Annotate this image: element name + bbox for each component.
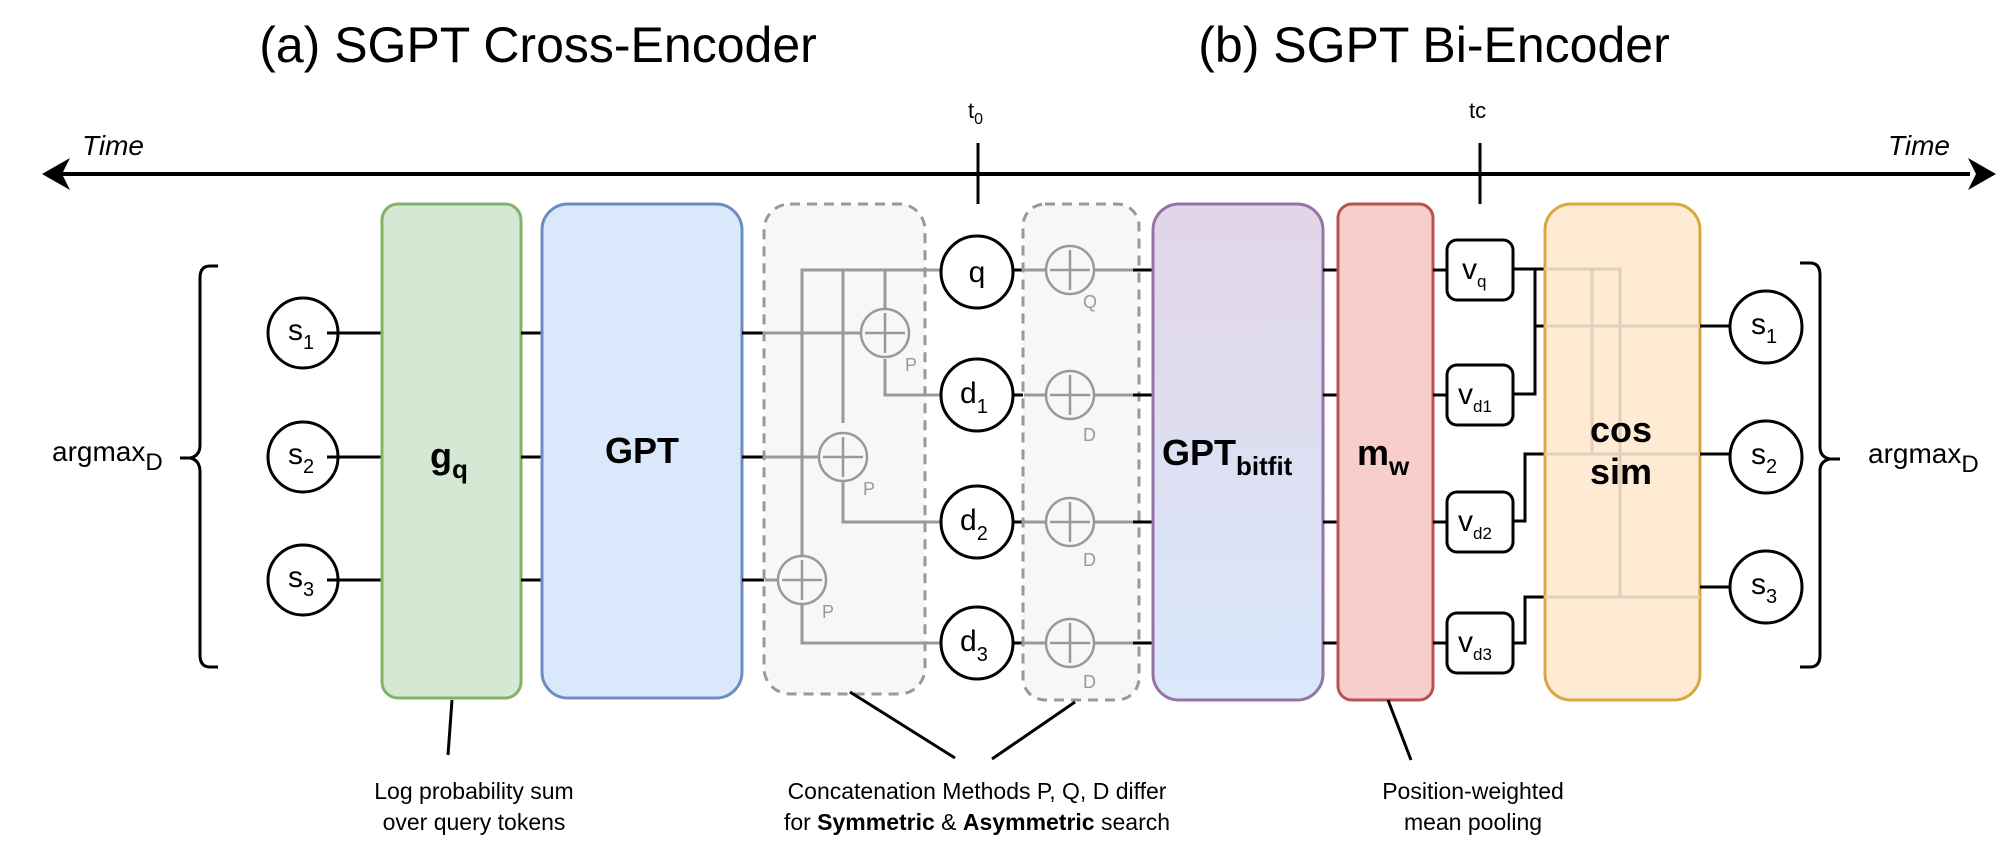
caption-log-prob-line2: over query tokens xyxy=(383,809,566,835)
right-brace xyxy=(1800,261,1831,669)
vector-vq xyxy=(1445,238,1515,302)
cos-sim-grid xyxy=(1545,267,1700,599)
op-label: P xyxy=(905,355,917,375)
op-label: D xyxy=(1083,425,1096,445)
score-label: s2 xyxy=(288,438,314,478)
score-label: s1 xyxy=(288,314,314,354)
embedding-vectors: vq vd1 vd2 vd3 xyxy=(1445,238,1515,675)
bi-encoder-title: (b) SGPT Bi-Encoder xyxy=(1198,17,1669,73)
concat-wiring xyxy=(765,268,940,645)
special-op-d1: D xyxy=(1044,369,1096,445)
left-argmax-label: argmaxD xyxy=(52,436,163,476)
vector-label: vq xyxy=(1462,253,1486,291)
concat-op-p1: P xyxy=(859,307,917,375)
input-node-d1 xyxy=(939,357,1015,433)
op-label: P xyxy=(863,479,875,499)
tc-label: tc xyxy=(1469,98,1486,123)
vector-vd1 xyxy=(1445,363,1515,427)
gq-block xyxy=(380,202,523,700)
left-arrow-icon xyxy=(42,158,70,190)
input-node-q xyxy=(939,234,1015,310)
input-label: d1 xyxy=(960,377,988,418)
op-label: D xyxy=(1083,672,1096,692)
input-label: q xyxy=(969,256,986,289)
cos-sim-label-line1: cos xyxy=(1590,409,1652,450)
input-node-d2 xyxy=(939,484,1015,560)
caption-log-prob-line1: Log probability sum xyxy=(374,778,573,804)
mw-pooling-block xyxy=(1336,202,1435,702)
special-op-d2: D xyxy=(1044,496,1096,570)
score-label: s3 xyxy=(288,561,314,601)
caption-concat-line1: Concatenation Methods P, Q, D differ xyxy=(788,778,1167,804)
special-token-group xyxy=(1021,202,1141,702)
callout-lines xyxy=(446,690,1413,761)
input-nodes: q d1 d2 d3 xyxy=(939,234,1024,681)
caption-pooling-line2: mean pooling xyxy=(1404,809,1542,835)
op-label: P xyxy=(822,602,834,622)
timeline: Time Time t0 tc xyxy=(42,98,1996,204)
vector-label: vd1 xyxy=(1458,378,1492,416)
right-arrow-icon xyxy=(1968,158,1996,190)
score-node-s2 xyxy=(1728,419,1804,495)
cross-encoder-title: (a) SGPT Cross-Encoder xyxy=(259,17,817,73)
cos-sim-block xyxy=(1543,202,1702,702)
gpt-bitfit-block xyxy=(1151,202,1325,702)
special-op-q: Q xyxy=(1044,244,1097,312)
vector-label: vd3 xyxy=(1458,626,1492,664)
concat-op-p2: P xyxy=(817,431,875,499)
gq-label: gq xyxy=(430,435,468,484)
right-argmax-label: argmaxD xyxy=(1868,438,1979,478)
op-label: Q xyxy=(1083,292,1097,312)
gpt-bitfit-label: GPTbitfit xyxy=(1162,432,1293,481)
vector-label: vd2 xyxy=(1458,505,1492,543)
input-label: d2 xyxy=(960,504,988,545)
score-node-s3 xyxy=(1728,549,1804,625)
special-op-d3: D xyxy=(1044,617,1096,692)
score-node-s1 xyxy=(1728,289,1804,365)
caption-pooling-line1: Position-weighted xyxy=(1382,778,1564,804)
op-label: D xyxy=(1083,550,1096,570)
mw-label: mw xyxy=(1357,432,1410,481)
vector-vd2 xyxy=(1445,490,1515,554)
gpt-block xyxy=(540,202,744,700)
concat-op-p3: P xyxy=(776,554,834,622)
gpt-label: GPT xyxy=(605,430,679,471)
time-label-right: Time xyxy=(1888,130,1950,161)
t0-label: t0 xyxy=(968,98,983,128)
cos-sim-label-line2: sim xyxy=(1590,451,1652,492)
score-label: s3 xyxy=(1751,568,1777,608)
caption-concat-line2: for Symmetric & Asymmetric search xyxy=(784,809,1170,835)
time-label-left: Time xyxy=(82,130,144,161)
score-label: s1 xyxy=(1751,308,1777,348)
input-node-d3 xyxy=(939,605,1015,681)
bi-score-nodes: s1 s2 s3 xyxy=(1728,289,1804,625)
vector-vd3 xyxy=(1445,611,1515,675)
vector-wiring xyxy=(1513,267,1545,645)
input-label: d3 xyxy=(960,625,988,666)
cross-score-nodes: s1 s2 s3 xyxy=(266,296,340,617)
score-label: s2 xyxy=(1751,438,1777,478)
left-brace xyxy=(189,264,218,669)
